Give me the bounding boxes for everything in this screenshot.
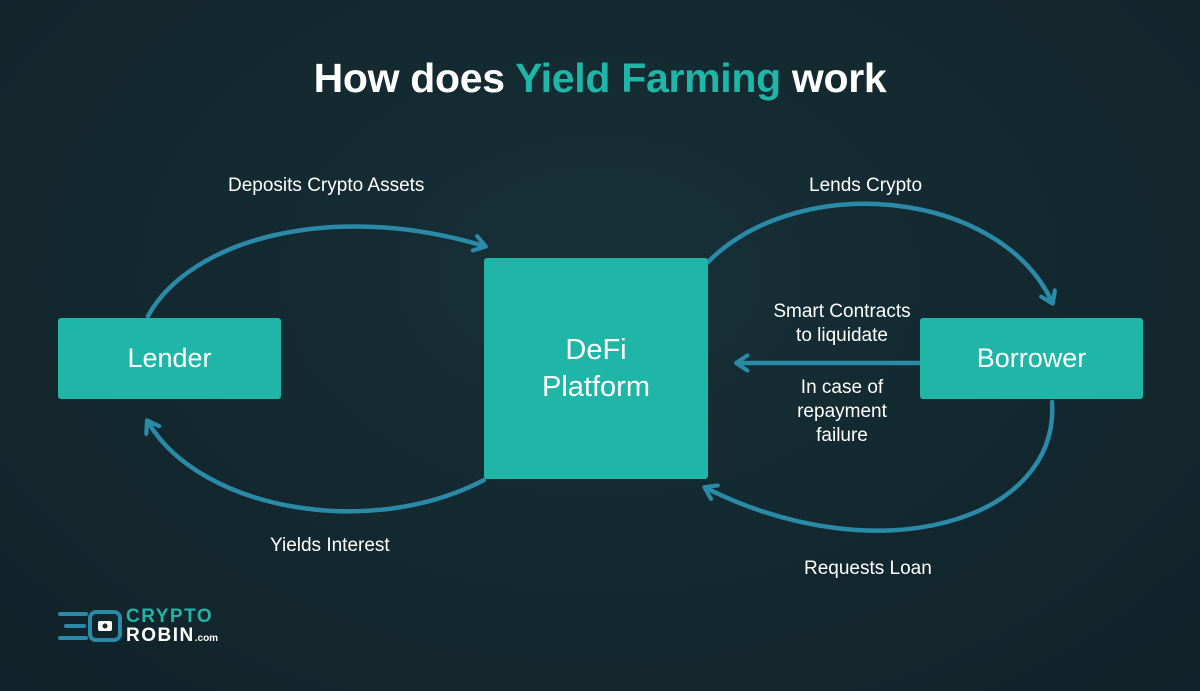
robot-icon bbox=[58, 610, 122, 642]
platform-label-line1: DeFi bbox=[565, 333, 627, 366]
arrow-yields bbox=[148, 422, 487, 514]
label-yields: Yields Interest bbox=[270, 535, 390, 556]
borrower-label: Borrower bbox=[976, 343, 1087, 373]
defi-platform-node: DeFi Platform bbox=[484, 258, 708, 479]
failure-line3: failure bbox=[816, 425, 868, 446]
title-prefix: How does bbox=[313, 55, 516, 101]
arrow-lends bbox=[705, 201, 1052, 302]
logo-wordmark: CRYPTO ROBIN.com bbox=[126, 607, 218, 648]
logo-line1: CRYPTO bbox=[126, 606, 214, 627]
arrow-requests bbox=[706, 399, 1055, 533]
lender-node: Lender bbox=[58, 318, 281, 399]
failure-line1: In case of bbox=[800, 377, 884, 398]
smart-line1: Smart Contracts bbox=[773, 301, 911, 322]
platform-label-line2: Platform bbox=[542, 370, 650, 403]
borrower-node: Borrower bbox=[920, 318, 1143, 399]
lender-label: Lender bbox=[127, 343, 212, 373]
label-smart-contracts: Smart Contracts to liquidate bbox=[752, 300, 932, 348]
label-repayment-failure: In case of repayment failure bbox=[752, 376, 932, 448]
title-highlight: Yield Farming bbox=[515, 55, 781, 101]
logo-line2-wrap: ROBIN.com bbox=[126, 626, 218, 648]
arrow-deposits bbox=[145, 224, 484, 319]
failure-line2: repayment bbox=[797, 401, 887, 422]
page-title: How does Yield Farming work bbox=[0, 55, 1200, 102]
label-requests: Requests Loan bbox=[804, 558, 932, 579]
label-deposits: Deposits Crypto Assets bbox=[228, 175, 425, 196]
logo-line2: ROBIN bbox=[126, 625, 195, 646]
logo-domain: .com bbox=[194, 633, 219, 644]
brand-logo: CRYPTO ROBIN.com bbox=[58, 607, 258, 647]
smart-line2: to liquidate bbox=[796, 325, 888, 346]
title-suffix: work bbox=[780, 55, 887, 101]
label-lends: Lends Crypto bbox=[809, 175, 923, 196]
